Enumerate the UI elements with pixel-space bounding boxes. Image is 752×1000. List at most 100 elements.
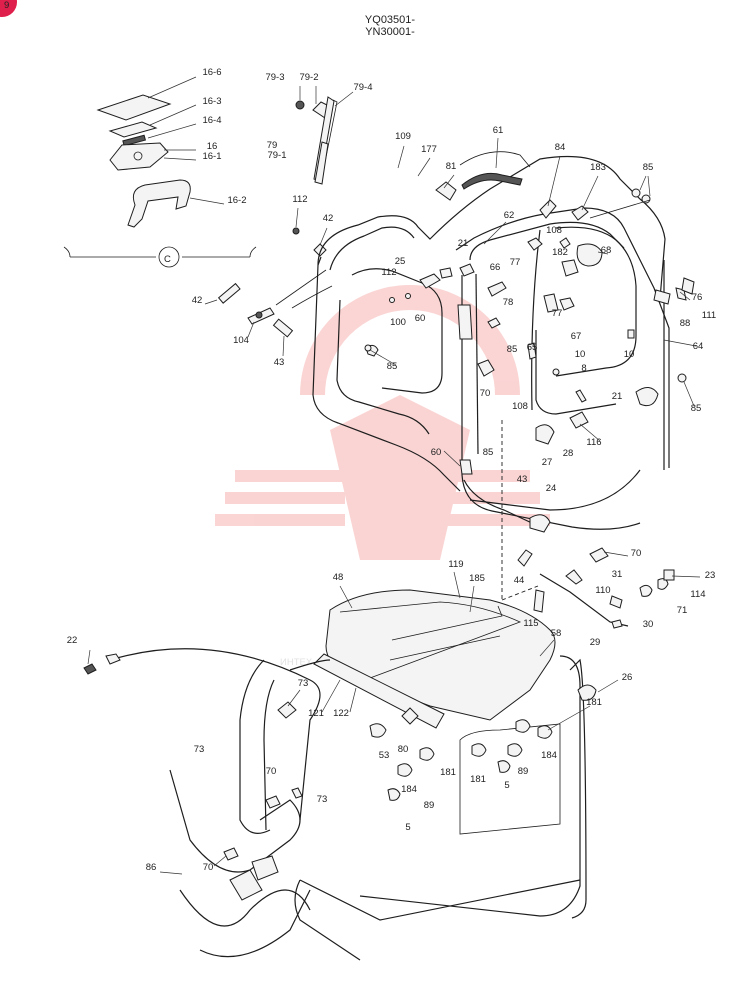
callout-label: 121 [308,708,324,719]
callout-label: 29 [590,637,601,648]
callout-label: 70 [631,548,642,559]
callout-label: 43 [517,474,528,485]
callout-label: 122 [333,708,349,719]
callout-label: 16-2 [227,195,246,206]
callout-label: 60 [431,447,442,458]
callout-label: 8 [581,363,586,374]
callout-label: 85 [691,403,702,414]
callout-label: 112 [381,267,396,278]
callout-label: 77 [510,257,521,268]
section-marker-label: C [164,254,171,265]
callout-label: 85 [507,344,518,355]
section-marker-circle [158,246,180,268]
callout-label: 16-1 [202,151,221,162]
callout-label: 85 [387,361,398,372]
callout-label: 112 [292,194,307,205]
callout-label: 24 [546,483,557,494]
callout-label: 43 [274,357,285,368]
callout-label: 10 [575,349,586,360]
callout-label: 119 [448,559,463,570]
callout-label: 183 [590,162,606,173]
callout-label: 58 [551,628,562,639]
callout-label: 104 [233,335,249,346]
callout-label: 182 [552,247,568,258]
callout-label: 16 [207,141,218,152]
callout-label: 184 [401,784,417,795]
callout-label: 60 [415,313,426,324]
callout-label: 184 [541,750,557,761]
callout-label: 181 [440,767,456,778]
callout-label: 185 [469,573,485,584]
callout-label: 177 [421,144,437,155]
callout-label: 88 [680,318,691,329]
detail-c-group: C [63,76,257,268]
callout-label: 110 [595,585,610,596]
callout-label: 21 [458,238,469,249]
callout-label: 62 [504,210,515,221]
callout-label: 109 [395,131,411,142]
serial-number-2: YN30001- [365,26,415,38]
callout-label: 42 [192,295,203,306]
callout-label: 25 [395,256,406,267]
callout-label: 67 [571,331,582,342]
callout-label: 73 [298,678,309,689]
callout-label: 44 [514,575,525,586]
callout-label: 28 [563,448,574,459]
callout-label: 73 [317,794,328,805]
callout-label: 100 [390,317,406,328]
callout-label: 111 [702,310,716,321]
callout-label: 27 [542,457,553,468]
callout-label: 181 [470,774,486,785]
callout-label: 115 [523,618,538,629]
callout-label: 79-3 [265,72,284,83]
watermark-text: ИНТЕХ [280,657,313,668]
callout-label: 85 [643,162,654,173]
callout-label: 114 [690,589,705,600]
callout-label: 85 [483,447,494,458]
callout-label: 64 [693,341,704,352]
roof-and-lower-cab [83,571,619,961]
callout-label: 16-6 [202,67,221,78]
callout-label: 70 [203,862,214,873]
callout-label: 79-1 [267,150,286,161]
callout-label: 73 [194,744,205,755]
callout-label: 16-3 [202,96,221,107]
callout-label: 89 [518,766,529,777]
callout-label: 61 [493,125,504,136]
callout-label: 116 [586,437,601,448]
callout-label: 89 [424,800,435,811]
callout-label: 77 [552,308,563,319]
callout-label: 65 [527,342,538,353]
callout-label: 70 [480,388,491,399]
bracket-parts-right [517,547,701,629]
callout-label: 31 [612,569,623,580]
callout-label: 71 [677,605,688,616]
callout-label: 26 [622,672,633,683]
corner-badge: 9 [0,0,17,17]
callout-label: 53 [379,750,390,761]
callout-label: 181 [586,697,602,708]
callout-label: 23 [705,570,716,581]
callout-label: 22 [67,635,78,646]
callout-label: 78 [503,297,514,308]
callout-label: 81 [446,161,457,172]
callout-label: 86 [146,862,157,873]
callout-label: 5 [504,780,509,791]
callout-label: 5 [405,822,410,833]
callout-label: 21 [612,391,623,402]
callout-label: 70 [266,766,277,777]
callout-label: 68 [601,245,612,256]
callout-label: 84 [555,142,566,153]
wiper-arm-group [295,86,354,185]
door-frame-assembly [275,137,697,601]
callout-label: 42 [323,213,334,224]
callout-label: 10 [624,349,635,360]
callout-label: 79-2 [299,72,318,83]
callout-label: 80 [398,744,409,755]
callout-label: 48 [333,572,344,583]
callout-label: 108 [546,225,562,236]
callout-label: 79 [267,140,278,151]
callout-label: 76 [692,292,703,303]
